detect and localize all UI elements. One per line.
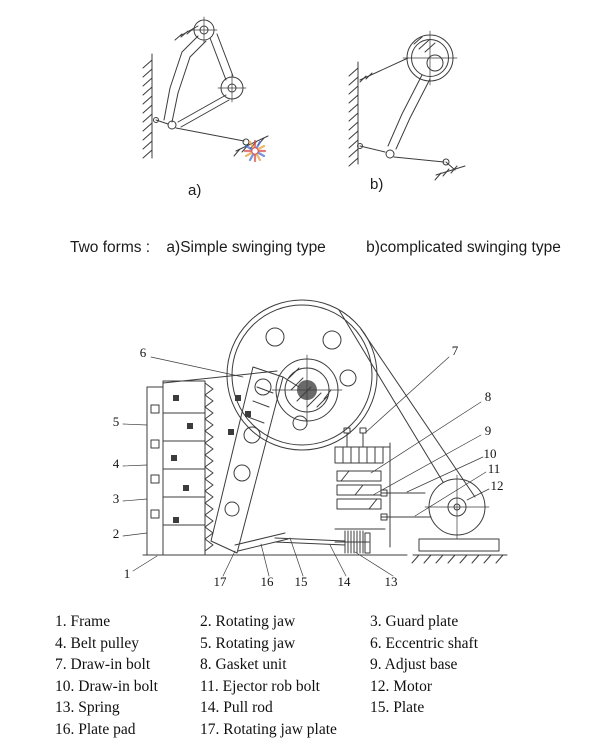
figure-a-drawing <box>142 16 269 159</box>
callout-15: 15 <box>295 574 308 589</box>
legend-item: 6. Eccentric shaft <box>370 634 479 652</box>
callout-numbers: 6 5 4 3 2 1 7 8 9 10 11 12 17 16 15 14 1… <box>113 343 504 589</box>
figure-complicated-swinging-type <box>348 30 466 181</box>
guard-plate <box>146 386 164 556</box>
legend-item: 16. Plate pad <box>55 720 136 738</box>
eccentric-wheel <box>402 30 458 86</box>
legend-item: 15. Plate <box>370 699 425 716</box>
jaw-crusher-figure: 6 5 4 3 2 1 7 8 9 10 11 12 17 16 15 14 1… <box>113 299 508 589</box>
legend-item: 14. Pull rod <box>200 699 273 716</box>
caption-prefix: Two forms : <box>70 239 151 256</box>
callout-1: 1 <box>124 566 131 581</box>
legend-item: 4. Belt pulley <box>55 634 139 652</box>
callout-7: 7 <box>452 343 459 358</box>
eccentric-shaft <box>271 354 343 426</box>
figure-b-drawing <box>348 30 466 181</box>
callout-9: 9 <box>485 423 492 438</box>
legend-item: 7. Draw-in bolt <box>55 656 151 673</box>
watermark-logo-icon <box>243 139 267 163</box>
legend-item: 8. Gasket unit <box>200 656 287 673</box>
callout-17: 17 <box>214 574 228 589</box>
legend-item: 9. Adjust base <box>370 656 458 673</box>
fixed-jaw <box>162 380 214 556</box>
motor <box>411 474 508 564</box>
figure-b-label: b) <box>370 176 384 193</box>
callout-3: 3 <box>113 491 120 506</box>
callout-4: 4 <box>113 456 120 471</box>
crusher-drawing <box>122 299 508 577</box>
legend-item: 2. Rotating jaw <box>200 613 296 630</box>
flywheel <box>226 299 378 451</box>
callout-14: 14 <box>338 574 352 589</box>
callout-10: 10 <box>484 446 497 461</box>
figure-simple-swinging-type <box>142 16 269 163</box>
callout-13: 13 <box>385 574 398 589</box>
legend-item: 12. Motor <box>370 677 432 695</box>
callout-16: 16 <box>261 574 275 589</box>
legend-item: 10. Draw-in bolt <box>55 677 158 695</box>
caption-item-b: b)complicated swinging type <box>366 239 561 256</box>
figure-caption: Two forms : a)Simple swinging type b)com… <box>70 239 561 257</box>
spring <box>334 530 371 554</box>
caption-item-a: a)Simple swinging type <box>166 239 326 256</box>
toggle-and-pull-rod <box>234 532 346 552</box>
leader-lines <box>122 356 490 577</box>
rotating-jaw <box>210 366 300 554</box>
legend-item: 3. Guard plate <box>370 613 459 630</box>
legend-item: 11. Ejector rob bolt <box>200 677 320 695</box>
legend-item: 5. Rotating jaw <box>200 634 296 652</box>
callout-8: 8 <box>485 389 492 404</box>
drive-belt <box>338 309 476 498</box>
callout-5: 5 <box>113 414 120 429</box>
top-pivot-circle <box>190 16 218 44</box>
legend-item: 1. Frame <box>55 613 111 630</box>
figure-a-label: a) <box>188 182 202 199</box>
legend-item: 13. Spring <box>55 699 120 716</box>
jaw-teeth <box>204 382 214 552</box>
callout-12: 12 <box>491 478 504 493</box>
middle-pivot-circle <box>217 73 247 103</box>
parts-legend: 1. Frame 2. Rotating jaw 3. Guard plate … <box>55 611 567 740</box>
callout-2: 2 <box>113 526 120 541</box>
adjust-base-assembly <box>334 427 432 530</box>
callout-11: 11 <box>488 461 501 476</box>
legend-item: 17. Rotating jaw plate <box>200 720 337 738</box>
callout-6: 6 <box>140 345 147 360</box>
